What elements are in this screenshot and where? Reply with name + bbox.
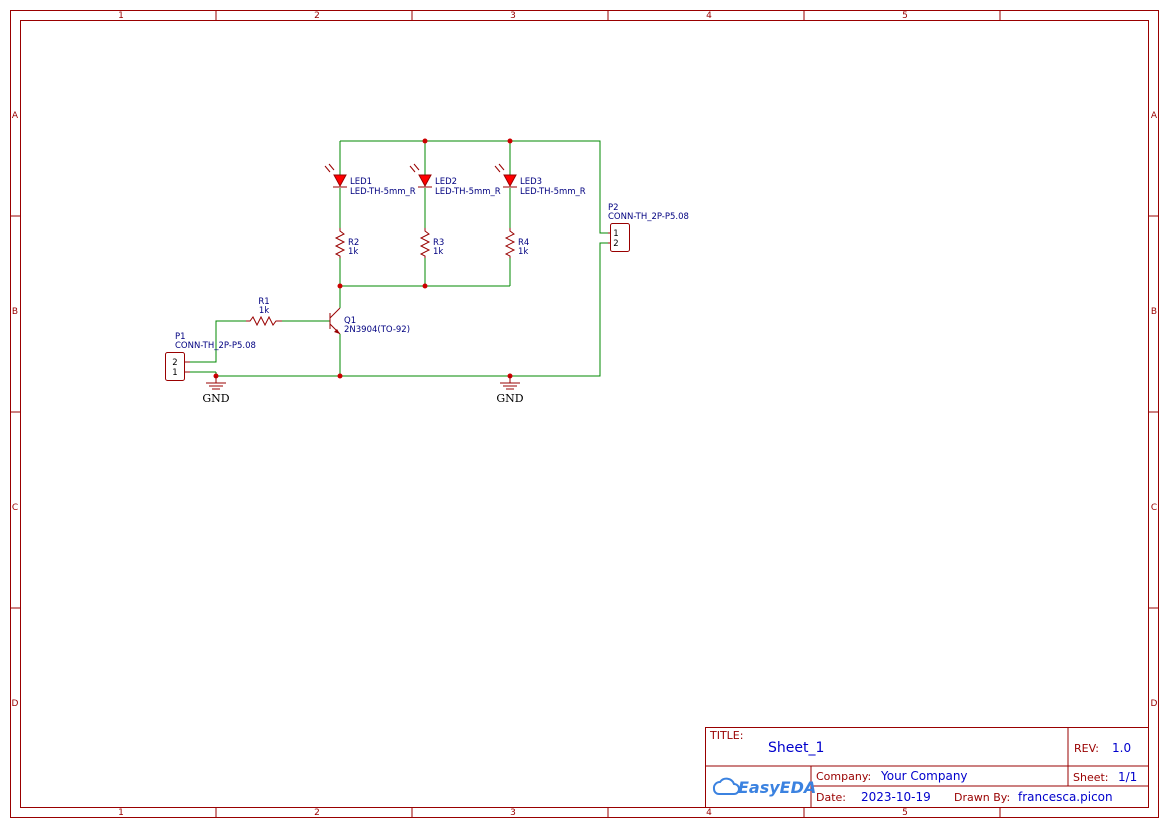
logo-text: EasyEDA [738, 778, 816, 797]
q1-ref: Q1 [344, 316, 356, 326]
r1-ref: R1 [258, 297, 269, 307]
sheet-label: Sheet: [1073, 771, 1109, 784]
date-value: 2023-10-19 [861, 790, 931, 804]
led1-value: LED-TH-5mm_R [350, 187, 416, 197]
gnd2-label: GND [496, 392, 523, 405]
p1-pin-1: 1 [172, 368, 177, 378]
rev-value: 1.0 [1112, 741, 1131, 755]
junction-dot [422, 283, 428, 289]
p2-pin-2: 2 [613, 239, 618, 249]
r4-symbol[interactable]: R4 1k [504, 228, 529, 258]
r2-ref: R2 [348, 238, 359, 248]
p2-ref: P2 [608, 203, 619, 213]
junction-dot [337, 283, 343, 289]
rev-label: REV: [1074, 742, 1099, 755]
resistor-icon [504, 228, 516, 258]
r3-symbol[interactable]: R3 1k [419, 228, 444, 258]
r3-value: 1k [433, 247, 443, 257]
gnd1-label: GND [202, 392, 229, 405]
r2-value: 1k [348, 247, 358, 257]
p1-pin-2: 2 [172, 358, 177, 368]
p2-pin-1: 1 [613, 229, 618, 239]
column-label-4: 4 [706, 11, 712, 21]
column-label-4-bottom: 4 [706, 808, 712, 818]
led2-ref: LED2 [435, 177, 457, 187]
column-label-3-bottom: 3 [510, 808, 516, 818]
column-label-1-bottom: 1 [118, 808, 124, 818]
gnd2-symbol[interactable]: GND [496, 376, 524, 405]
easyeda-logo: EasyEDA [712, 777, 816, 797]
resistor-icon [419, 228, 431, 258]
r1-symbol[interactable]: R1 1k [246, 297, 282, 327]
title-label: TITLE: [709, 729, 743, 742]
led1-ref: LED1 [350, 177, 372, 187]
r4-value: 1k [518, 247, 528, 257]
led-icon [503, 174, 517, 188]
gnd1-symbol[interactable]: GND [202, 376, 230, 405]
p2-value: CONN-TH_2P-P5.08 [608, 212, 689, 222]
resistor-icon [246, 315, 282, 327]
row-label-a: A [12, 111, 19, 121]
junctions [213, 138, 513, 379]
sheet-title: Sheet_1 [768, 740, 824, 756]
resistor-icon [334, 228, 346, 258]
row-label-b: B [12, 307, 18, 317]
led2-value: LED-TH-5mm_R [435, 187, 501, 197]
column-label-3: 3 [510, 11, 516, 21]
sheet-frame: 1 2 3 4 5 1 2 3 4 5 A B C D A B C D [10, 10, 1159, 818]
r1-value: 1k [259, 306, 269, 316]
r4-ref: R4 [518, 238, 529, 248]
led-icon [418, 174, 432, 188]
column-label-5: 5 [902, 11, 908, 21]
led-icon [333, 174, 347, 188]
connector-icon [165, 352, 185, 381]
row-label-b-right: B [1151, 307, 1157, 317]
title-block: TITLE: Sheet_1 REV: 1.0 EasyEDA Company:… [705, 727, 1149, 808]
q1-value: 2N3904(TO-92) [344, 325, 410, 335]
row-label-d-right: D [1151, 699, 1158, 709]
sheet-value: 1/1 [1118, 770, 1137, 784]
led3-symbol[interactable]: LED3 LED-TH-5mm_R [494, 163, 586, 197]
column-label-5-bottom: 5 [902, 808, 908, 818]
column-label-2-bottom: 2 [314, 808, 320, 818]
drawn-by-value: francesca.picon [1018, 790, 1113, 804]
r3-ref: R3 [433, 238, 444, 248]
wires [190, 140, 608, 377]
company-value: Your Company [880, 769, 968, 783]
company-label: Company: [816, 770, 871, 783]
p1-value: CONN-TH_2P-P5.08 [175, 341, 256, 351]
led2-symbol[interactable]: LED2 LED-TH-5mm_R [409, 163, 501, 197]
r2-symbol[interactable]: R2 1k [334, 228, 359, 258]
junction-dot [507, 138, 513, 144]
p1-ref: P1 [175, 332, 186, 342]
column-label-1: 1 [118, 11, 124, 21]
drawn-by-label: Drawn By: [954, 791, 1010, 804]
cloud-icon [712, 777, 740, 795]
column-label-2: 2 [314, 11, 320, 21]
row-label-d: D [12, 699, 19, 709]
row-label-c-right: C [1151, 503, 1157, 513]
row-label-a-right: A [1151, 111, 1158, 121]
date-label: Date: [816, 791, 846, 804]
led3-ref: LED3 [520, 177, 542, 187]
led1-symbol[interactable]: LED1 LED-TH-5mm_R [324, 163, 416, 197]
row-label-c: C [12, 503, 18, 513]
connector-icon [610, 223, 630, 252]
p1-connector[interactable]: 2 1 P1 CONN-TH_2P-P5.08 [165, 332, 256, 381]
junction-dot [337, 373, 343, 379]
junction-dot [422, 138, 428, 144]
led3-value: LED-TH-5mm_R [520, 187, 586, 197]
q1-symbol[interactable]: Q1 2N3904(TO-92) [329, 307, 410, 335]
p2-connector[interactable]: 1 2 P2 CONN-TH_2P-P5.08 [608, 203, 689, 252]
